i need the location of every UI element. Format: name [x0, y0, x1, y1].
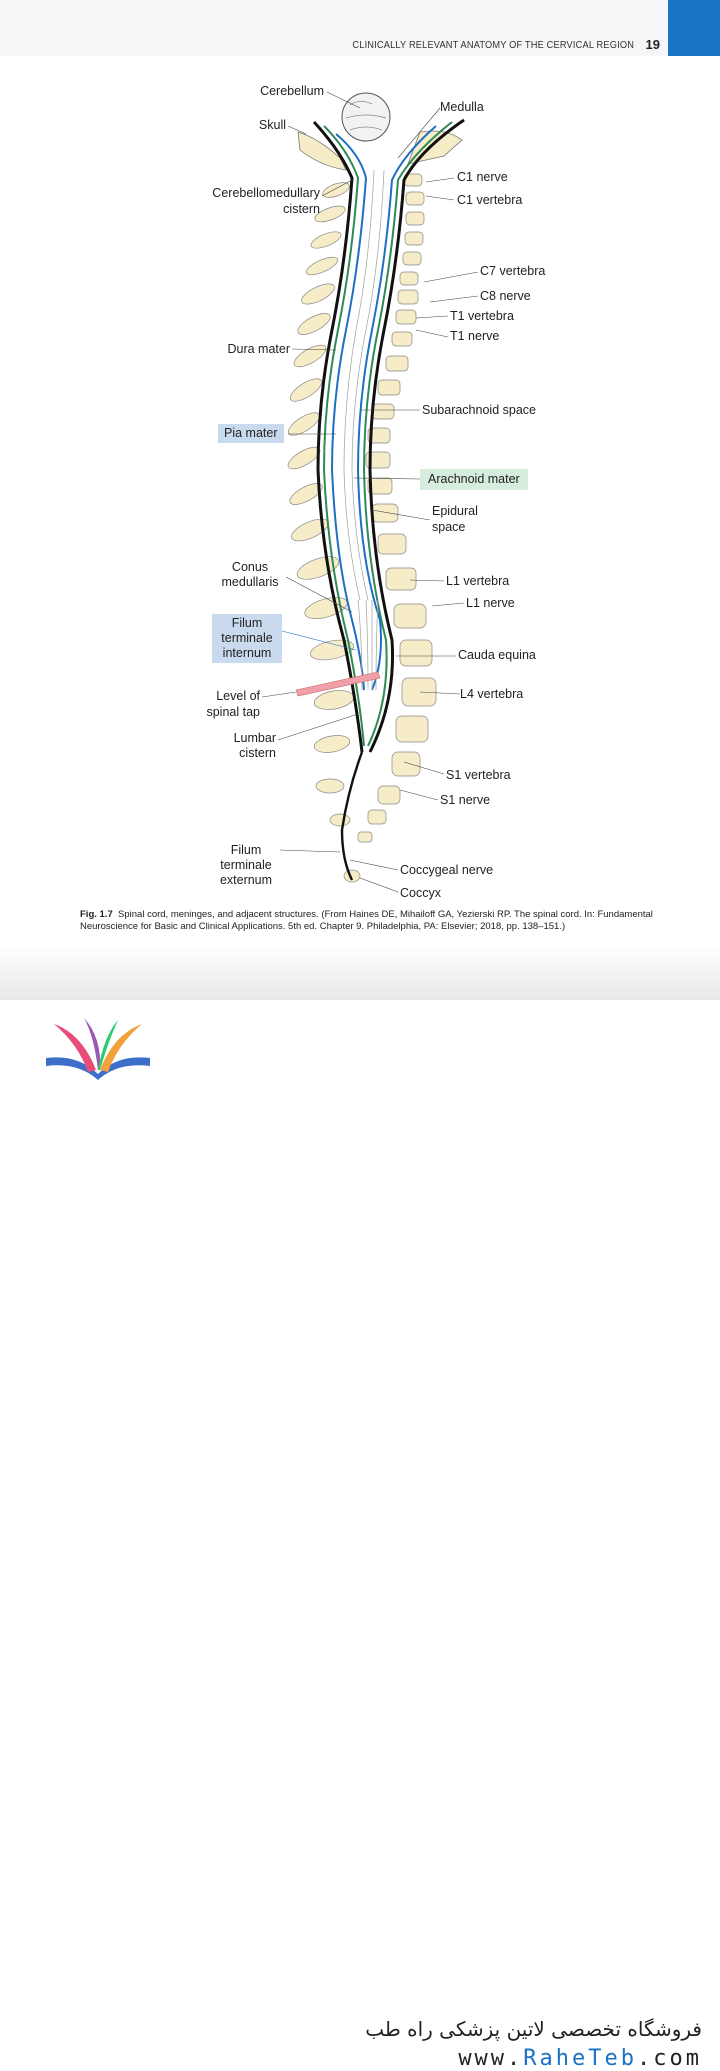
label-filum-internum-2: terminale — [221, 631, 273, 645]
store-url[interactable]: www.RaheTeb.com — [458, 2046, 702, 2071]
store-name: فروشگاه تخصصی لاتین پزشکی راه طب — [365, 2017, 702, 2041]
label-cauda-equina: Cauda equina — [458, 648, 536, 662]
label-c7-vertebra: C7 vertebra — [480, 264, 546, 278]
label-lumbar-2: cistern — [239, 746, 276, 760]
label-filum-internum: Filum terminale internum — [212, 614, 282, 663]
label-coccygeal-nerve: Coccygeal nerve — [400, 863, 494, 877]
book-logo-icon — [46, 1018, 150, 1080]
label-l1-nerve: L1 nerve — [466, 596, 515, 610]
spinal-cord-illustration — [261, 91, 479, 893]
label-c1-nerve: C1 nerve — [457, 170, 508, 184]
page-number: 19 — [645, 37, 660, 52]
label-s1-vertebra: S1 vertebra — [446, 768, 511, 782]
spinal-tap-needle — [295, 671, 381, 697]
store-url-suffix: .com — [637, 2046, 702, 2071]
label-conus-2: medullaris — [221, 575, 279, 589]
running-head: CLINICALLY RELEVANT ANATOMY OF THE CERVI… — [352, 39, 634, 51]
page-bottom-shade — [0, 945, 720, 1005]
label-c1-vertebra: C1 vertebra — [457, 193, 523, 207]
label-subarachnoid-space: Subarachnoid space — [422, 403, 536, 417]
header-accent-tab — [668, 0, 720, 56]
label-cerebellomedullary-2: cistern — [283, 202, 320, 216]
label-filum-externum-3: externum — [219, 873, 273, 887]
label-t1-vertebra: T1 vertebra — [450, 309, 514, 323]
label-skull: Skull — [258, 118, 286, 132]
label-spinal-tap-1: Level of — [216, 689, 260, 703]
store-url-prefix: www. — [458, 2046, 524, 2071]
store-footer: فروشگاه تخصصی لاتین پزشکی راه طب www.Rah… — [0, 1000, 720, 2071]
label-t1-nerve: T1 nerve — [450, 329, 500, 343]
figure-caption: Fig. 1.7 Spinal cord, meninges, and adja… — [80, 909, 680, 933]
label-filum-internum-3: internum — [222, 646, 272, 660]
leader-lines — [261, 91, 479, 893]
label-pia-mater: Pia mater — [218, 424, 284, 443]
store-url-brand: RaheTeb — [523, 2046, 638, 2071]
cerebellum-drawing — [341, 92, 391, 142]
pia-mater-drawing — [330, 125, 437, 691]
label-coccyx: Coccyx — [400, 886, 441, 900]
dura-mater-drawing — [312, 118, 465, 881]
label-conus-1: Conus — [231, 560, 269, 574]
label-spinal-tap-2: spinal tap — [206, 705, 260, 719]
label-cerebellum: Cerebellum — [260, 84, 324, 98]
label-filum-internum-1: Filum — [231, 616, 263, 630]
label-arachnoid-mater: Arachnoid mater — [420, 469, 528, 490]
label-lumbar-1: Lumbar — [233, 731, 276, 745]
vertebrae-drawing — [343, 173, 437, 883]
spinous-processes-drawing — [287, 182, 355, 827]
label-filum-externum-2: terminale — [220, 858, 272, 872]
figure-caption-text: Spinal cord, meninges, and adjacent stru… — [80, 909, 653, 932]
page-header — [0, 0, 720, 56]
label-l1-vertebra: L1 vertebra — [446, 574, 510, 588]
label-s1-nerve: S1 nerve — [440, 793, 491, 807]
spinal-cord-figure: Cerebellum Skull Medulla Cerebellomedull… — [0, 56, 720, 906]
label-cerebellomedullary-1: Cerebellomedullary — [212, 186, 320, 200]
label-medulla: Medulla — [440, 100, 484, 114]
label-epidural-2: space — [432, 520, 466, 534]
figure-number: Fig. 1.7 — [80, 909, 113, 920]
label-filum-externum-1: Filum — [230, 843, 262, 857]
label-c8-nerve: C8 nerve — [480, 289, 531, 303]
label-dura-mater: Dura mater — [227, 342, 290, 356]
label-l4-vertebra: L4 vertebra — [460, 687, 524, 701]
arachnoid-mater-drawing — [322, 121, 453, 747]
label-epidural-1: Epidural — [432, 504, 478, 518]
spinal-cord-drawing — [343, 169, 385, 691]
